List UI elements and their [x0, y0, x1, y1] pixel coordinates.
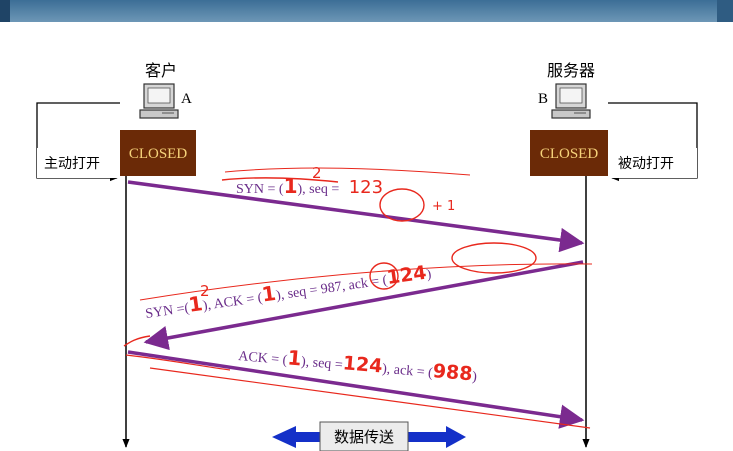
client-open-box: 主动打开: [37, 148, 120, 178]
message-1-syn-prefix: SYN = (: [236, 182, 284, 197]
window-title-bar: [0, 0, 733, 22]
message-1-seq-prefix: ), seq =: [298, 182, 343, 197]
message-2-close: ): [426, 267, 433, 283]
server-state-label: CLOSED: [540, 146, 599, 162]
message-2-ack-prefix: ), ACK = (: [202, 291, 264, 314]
message-2-handwritten-annotations: [123, 242, 593, 347]
message-1-syn-note: 2: [312, 164, 322, 182]
server-computer-icon: [551, 83, 591, 119]
message-3-seq-prefix: ), seq =: [300, 355, 343, 374]
client-state-label: CLOSED: [129, 146, 188, 162]
message-2-label: SYN =(1), ACK = (1), seq = 987, ack = (1…: [143, 259, 432, 323]
data-transfer-label: 数据传送: [334, 428, 394, 446]
message-3-arrow: [127, 350, 585, 429]
server-title: 服务器: [547, 61, 595, 80]
message-3-close: ): [472, 370, 478, 385]
server-open-box: 被动打开: [610, 148, 697, 178]
server-state-box: CLOSED: [530, 130, 608, 176]
message-1-syn-value: 1: [284, 174, 298, 198]
message-1-seq-value: 123: [349, 177, 383, 198]
message-3-label: ACK = (1), seq =124), ack = (988): [238, 341, 479, 386]
message-2-ack-value: 1: [260, 281, 277, 307]
message-3-ack-mid: ), ack = (: [382, 362, 434, 381]
message-3-ack-prefix: ACK = (: [238, 349, 289, 368]
client-state-box: CLOSED: [120, 130, 196, 176]
message-3-ack-value: 1: [287, 345, 303, 370]
message-2-syn-note: 2: [200, 282, 210, 300]
message-1-label: SYN = (1), seq = 123: [236, 174, 383, 198]
message-3-seq-value: 124: [342, 352, 383, 377]
title-bar-right-edge: [717, 0, 733, 22]
message-2-syn-prefix: SYN =(: [144, 301, 190, 322]
client-host-letter: A: [181, 91, 192, 107]
server-host-letter: B: [538, 91, 548, 107]
client-computer-icon: [139, 83, 179, 119]
server-open-label: 被动打开: [618, 155, 674, 172]
message-2-arrow: [143, 260, 584, 351]
message-1-seq-note: + 1: [432, 199, 455, 214]
title-bar-left-edge: [0, 0, 10, 22]
message-3-handwritten-annotations: [125, 354, 591, 429]
client-title: 客户: [145, 61, 177, 80]
message-1-handwritten-annotations: [221, 167, 471, 222]
message-1-arrow: [127, 180, 585, 253]
client-open-label: 主动打开: [44, 155, 100, 172]
data-transfer-box: 数据传送: [319, 421, 409, 451]
message-3-ack-number: 988: [432, 360, 473, 385]
message-2-syn-value: 1: [187, 291, 204, 317]
